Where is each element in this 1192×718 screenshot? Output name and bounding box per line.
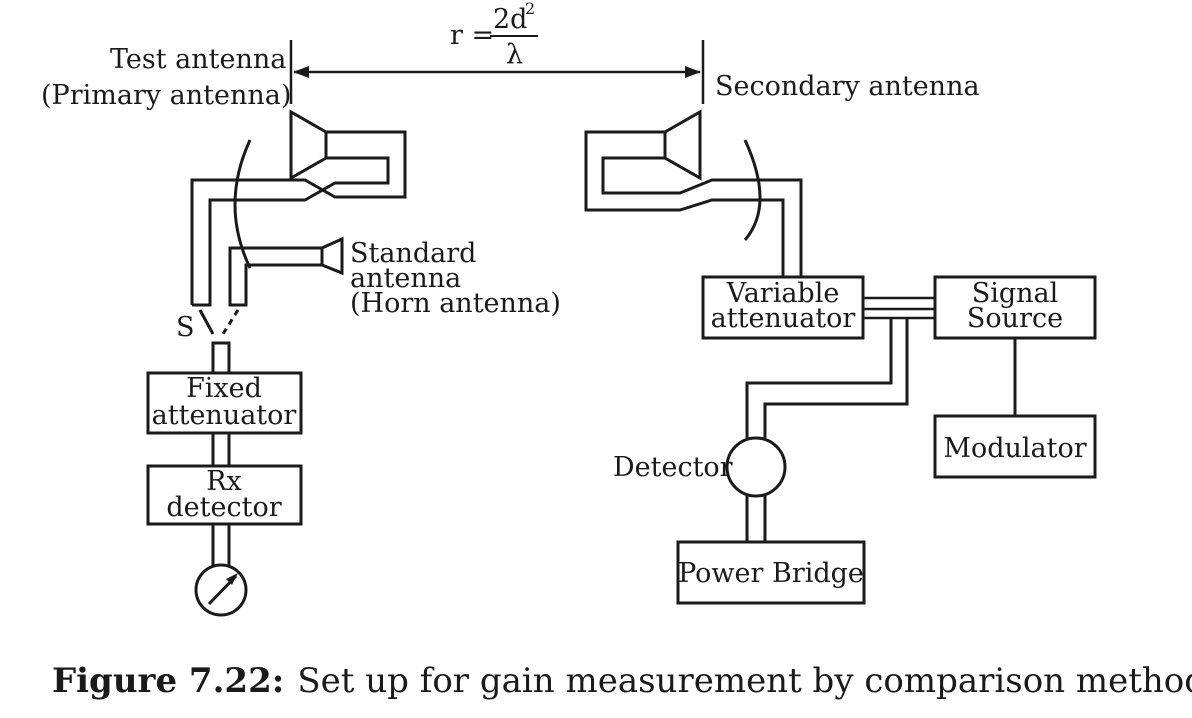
waveguide-segment [211,341,231,375]
power-bridge-box [676,540,866,605]
switch-icon [198,309,240,335]
test-antenna-label: Test antenna [110,44,286,75]
distance-formula: r = 2d 2 λ [450,0,538,70]
power-bridge-label: Power Bridge [678,558,864,589]
figure-caption: Figure 7.22: Set up for gain measurement… [52,661,1192,701]
rx-detector-label-2: detector [166,492,281,523]
waveguide-segment [211,431,231,468]
signal-source-label-2: Source [967,303,1063,334]
standard-antenna-label: Standard [350,238,476,269]
fixed-attenuator-label-2: attenuator [152,400,297,431]
formula-lhs: r = [450,20,494,51]
variable-attenuator-label: Variable [726,278,840,309]
variable-attenuator-label-2: attenuator [711,303,856,334]
standard-antenna-horn-icon [228,236,344,307]
source-to-attenuator-guide [863,296,935,320]
variable-attenuator-box [701,275,865,340]
detector-to-bridge-guide [745,496,767,542]
fixed-attenuator-label: Fixed [186,373,262,404]
rx-detector-label: Rx [206,466,242,497]
formula-numerator: 2d [493,4,527,35]
formula-exponent: 2 [525,0,535,18]
secondary-antenna-horn-icon [584,109,803,276]
meter-lead [211,524,231,566]
standard-antenna-label-2: antenna [350,263,461,294]
figure-number: Figure 7.22: [52,661,284,701]
horn-antenna-label: (Horn antenna) [350,288,561,319]
detector-icon [725,436,787,498]
modulator-label: Modulator [943,433,1086,464]
rx-detector-box [146,464,303,526]
primary-antenna-label: (Primary antenna) [41,80,291,111]
secondary-antenna-label: Secondary antenna [715,71,980,102]
test-antenna-horn-icon [190,109,407,307]
formula-denominator: λ [506,39,523,70]
meter-gauge-icon [194,563,248,617]
figure-caption-text: Set up for gain measurement by compariso… [297,661,1192,701]
signal-source-box [933,275,1097,340]
modulator-box [933,414,1097,479]
detector-label: Detector [613,452,733,483]
detector-branch-guide [745,318,909,440]
switch-label: S [176,312,195,343]
signal-source-label: Signal [972,278,1059,309]
